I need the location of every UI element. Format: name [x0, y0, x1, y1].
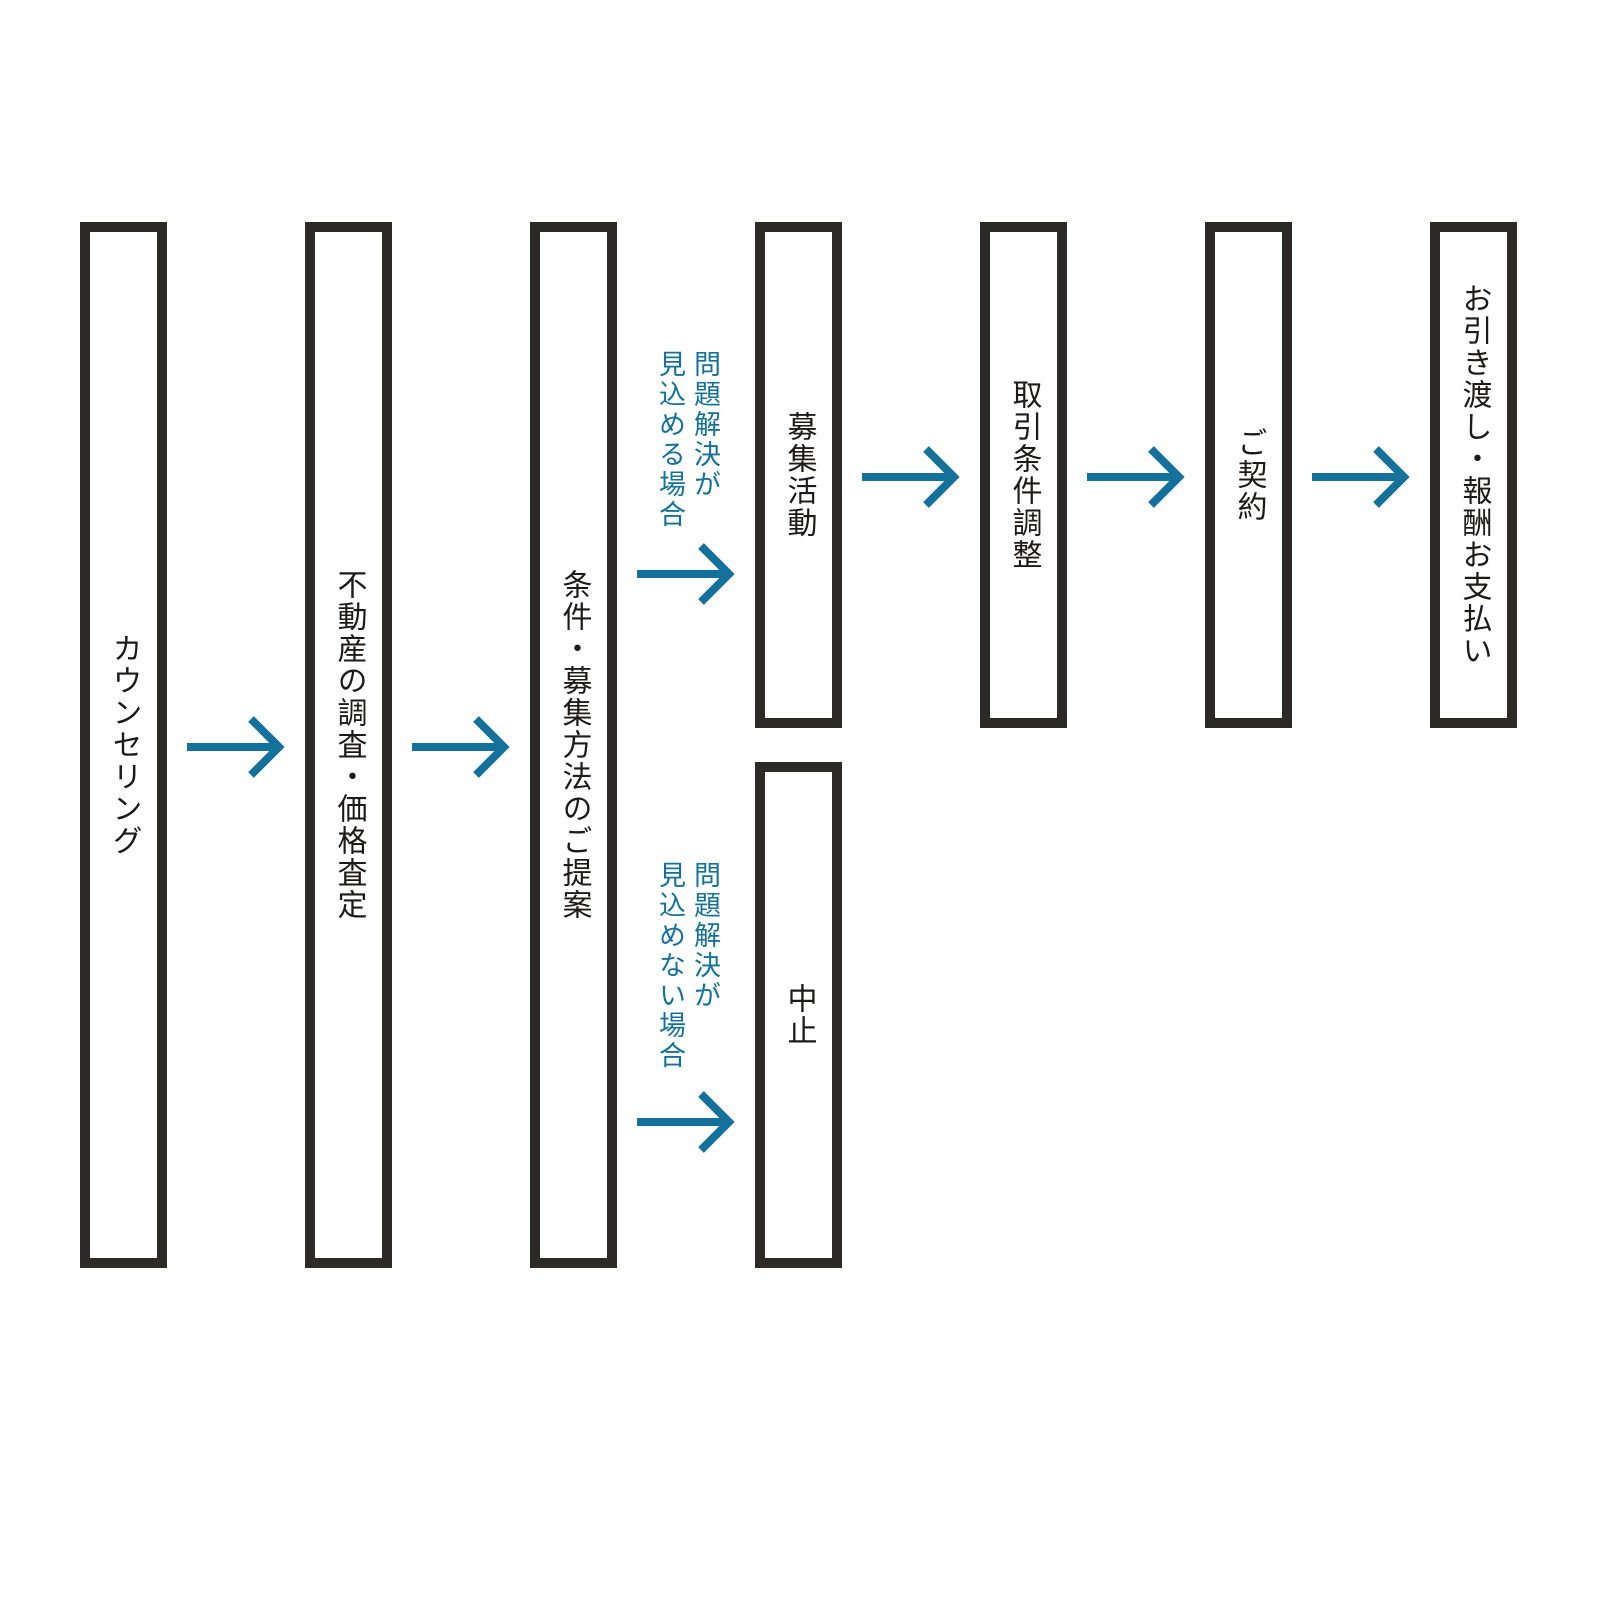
- branch-label-unsolvable: 問題解決が 見込めない場合: [655, 861, 720, 1071]
- step-label-contract: ご契約: [1232, 427, 1266, 523]
- arrow-counseling-to-research-icon: [187, 716, 285, 778]
- step-box-contract: ご契約: [1205, 222, 1292, 728]
- step-box-recruiting: 募集活動: [755, 222, 842, 728]
- arrow-proposal-to-cancel-icon: [637, 1091, 735, 1153]
- step-box-proposal: 条件・募集方法のご提案: [530, 222, 617, 1268]
- step-box-cancel: 中止: [755, 762, 842, 1268]
- arrow-negotiation-to-contract-icon: [1087, 446, 1185, 508]
- branch-label-solvable: 問題解決が 見込める場合: [655, 350, 720, 530]
- arrow-research-to-proposal-icon: [412, 716, 510, 778]
- step-label-counseling: カウンセリング: [107, 633, 141, 857]
- step-label-handover-payment: お引き渡し・報酬お支払い: [1457, 283, 1491, 667]
- step-box-negotiation: 取引条件調整: [980, 222, 1067, 728]
- arrow-contract-to-handover-icon: [1312, 446, 1410, 508]
- step-label-proposal: 条件・募集方法のご提案: [557, 569, 591, 921]
- step-label-recruiting: 募集活動: [782, 411, 816, 539]
- step-box-research-appraisal: 不動産の調査・価格査定: [305, 222, 392, 1268]
- step-label-research-appraisal: 不動産の調査・価格査定: [332, 569, 366, 921]
- arrow-recruiting-to-negotiation-icon: [862, 446, 960, 508]
- arrow-proposal-to-recruiting-icon: [637, 543, 735, 605]
- step-label-cancel: 中止: [782, 983, 816, 1047]
- step-box-handover-payment: お引き渡し・報酬お支払い: [1430, 222, 1517, 728]
- step-label-negotiation: 取引条件調整: [1007, 379, 1041, 571]
- step-box-counseling: カウンセリング: [80, 222, 167, 1268]
